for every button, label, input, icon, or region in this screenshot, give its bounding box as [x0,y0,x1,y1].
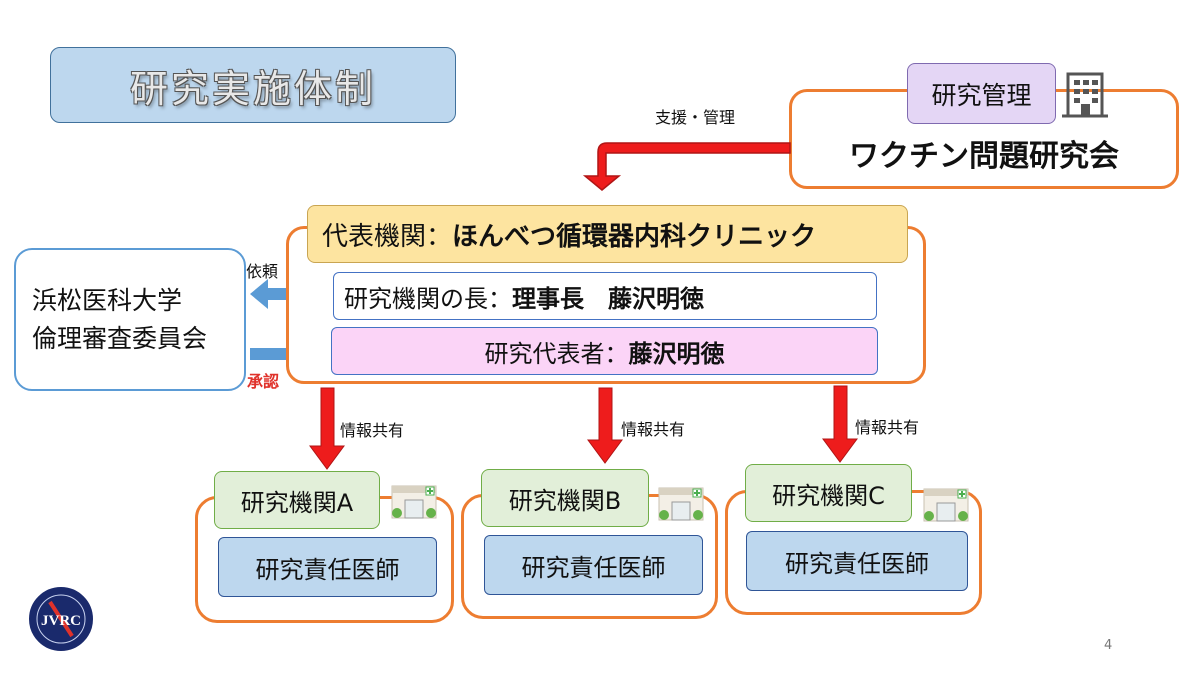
support-arrow [582,142,791,191]
pi-prefix: 研究代表者： [484,339,629,368]
institution-name-a: 研究機関A [214,471,380,529]
logo-text: JVRC [41,613,81,629]
clinic-icon [658,487,704,521]
clinic-icon [391,485,437,519]
page-title: 研究実施体制 [50,47,456,123]
ethics-committee-box: 浜松医科大学 倫理審査委員会 [14,248,246,391]
share-label-b: 情報共有 [621,420,686,439]
share-label-a: 情報共有 [340,421,405,440]
building-icon [1062,72,1108,118]
clinic-icon [923,488,969,522]
ethics-line-1: 浜松医科大学 [32,285,183,315]
share-arrow-c [822,385,858,463]
representative-name: ほんべつ循環器内科クリニック [452,221,817,252]
support-management-label: 支援・管理 [654,108,735,127]
page-number: 4 [1104,638,1113,653]
management-label: 研究管理 [907,63,1056,124]
share-label-c: 情報共有 [855,418,920,437]
institution-name-c: 研究機関C [745,464,912,522]
pi-name: 藤沢明徳 [628,339,725,368]
share-arrow-b [587,387,623,464]
head-name: 理事長 藤沢明徳 [512,284,704,313]
share-arrow-a [309,387,345,470]
representative-institution: 代表機関：ほんべつ循環器内科クリニック [307,205,908,263]
institution-head: 研究機関の長：理事長 藤沢明徳 [333,272,877,320]
head-prefix: 研究機関の長： [344,284,512,313]
doctor-box-c: 研究責任医師 [746,531,968,591]
representative-prefix: 代表機関： [322,221,453,252]
ethics-line-2: 倫理審査委員会 [32,323,208,353]
doctor-box-b: 研究責任医師 [484,535,703,595]
institution-name-b: 研究機関B [481,469,649,527]
management-org-name: ワクチン問題研究会 [849,139,1119,174]
principal-investigator: 研究代表者：藤沢明徳 [331,327,878,375]
approval-label: 承認 [247,372,280,391]
request-label: 依頼 [246,262,279,281]
jvrc-logo: JVRC [27,585,95,653]
doctor-box-a: 研究責任医師 [218,537,437,597]
